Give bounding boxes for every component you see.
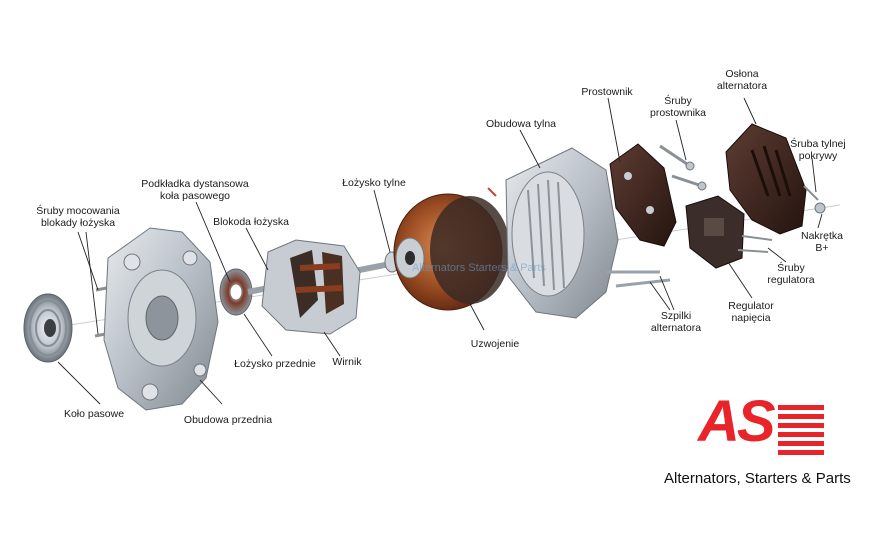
label-regulator: Regulator napięcia bbox=[716, 300, 786, 324]
studs-part bbox=[606, 270, 671, 288]
label-uzwojenie: Uzwojenie bbox=[460, 338, 530, 350]
label-line: Prostownik bbox=[581, 86, 633, 98]
label-podkladka: Podkładka dystansowa koła pasowego bbox=[130, 178, 260, 202]
label-line: Śruby bbox=[777, 262, 805, 274]
label-nakretka: Nakrętka B+ bbox=[792, 230, 852, 254]
rear-housing-part bbox=[505, 147, 619, 319]
label-prostownik: Prostownik bbox=[574, 86, 640, 98]
rear-cover-part bbox=[725, 123, 807, 235]
label-line: prostownika bbox=[649, 107, 707, 119]
label-line: Obudowa tylna bbox=[485, 118, 557, 130]
label-line: Łożysko tylne bbox=[342, 177, 406, 189]
label-line: blokady łożyska bbox=[40, 217, 116, 229]
label-szpilki: Szpilki alternatora bbox=[638, 310, 714, 334]
label-obudowa-przednia: Obudowa przednia bbox=[178, 414, 278, 426]
label-lozysko-tylne: Łożysko tylne bbox=[334, 177, 414, 189]
label-sruby-prostownika: Śruby prostownika bbox=[640, 95, 716, 119]
label-line: Regulator bbox=[728, 300, 774, 312]
label-line: Uzwojenie bbox=[470, 338, 520, 350]
label-kolo-pasowe: Koło pasowe bbox=[56, 408, 132, 420]
rotor-part bbox=[247, 239, 401, 335]
brand-logo: AS bbox=[698, 389, 776, 454]
label-line: Szpilki bbox=[660, 310, 692, 322]
front-housing-part bbox=[103, 227, 219, 411]
label-line: Nakrętka bbox=[800, 230, 843, 242]
label-line: Łożysko przednie bbox=[234, 358, 316, 370]
front-bearing-part bbox=[219, 268, 253, 316]
label-line: Obudowa przednia bbox=[183, 414, 273, 426]
label-blokoda: Blokoda łożyska bbox=[206, 216, 296, 228]
label-line: alternatora bbox=[650, 322, 702, 334]
label-line: Śruby bbox=[664, 95, 692, 107]
label-sruby-regulatora: Śruby regulatora bbox=[756, 262, 826, 286]
label-lozysko-przednie: Łożysko przednie bbox=[230, 358, 320, 370]
logo-stripes bbox=[778, 405, 824, 455]
rear-screw-part bbox=[803, 185, 826, 214]
label-line: Blokoda łożyska bbox=[213, 216, 289, 228]
label-line: pokrywy bbox=[798, 150, 838, 162]
label-line: Podkładka dystansowa bbox=[141, 178, 249, 190]
label-line: regulatora bbox=[767, 274, 815, 286]
leader-lines bbox=[57, 97, 823, 405]
regulator-part bbox=[685, 195, 773, 269]
label-line: Śruby mocowania bbox=[36, 205, 120, 217]
watermark: Alternators Starters & Parts bbox=[412, 262, 546, 274]
label-line: alternatora bbox=[716, 80, 768, 92]
rectifier-screws-part bbox=[659, 144, 707, 191]
label-obudowa-tylna: Obudowa tylna bbox=[476, 118, 566, 130]
brand-tagline: Alternators, Starters & Parts bbox=[664, 470, 851, 487]
label-sruba-tylnej: Śruba tylnej pokrywy bbox=[778, 138, 858, 162]
label-line: Wirnik bbox=[332, 356, 362, 368]
label-oslona: Osłona alternatora bbox=[704, 68, 780, 92]
label-line: Koło pasowe bbox=[63, 408, 125, 420]
label-wirnik: Wirnik bbox=[322, 356, 372, 368]
label-line: Śruba tylnej bbox=[790, 138, 846, 150]
rectifier-part bbox=[609, 143, 677, 247]
label-sruby-mocowania: Śruby mocowania blokady łożyska bbox=[18, 205, 138, 229]
label-line: napięcia bbox=[731, 312, 771, 324]
label-line: Osłona bbox=[725, 68, 759, 80]
label-line: koła pasowego bbox=[159, 190, 231, 202]
label-line: B+ bbox=[815, 242, 829, 254]
stator-part bbox=[393, 187, 529, 311]
pulley-part bbox=[23, 293, 73, 363]
